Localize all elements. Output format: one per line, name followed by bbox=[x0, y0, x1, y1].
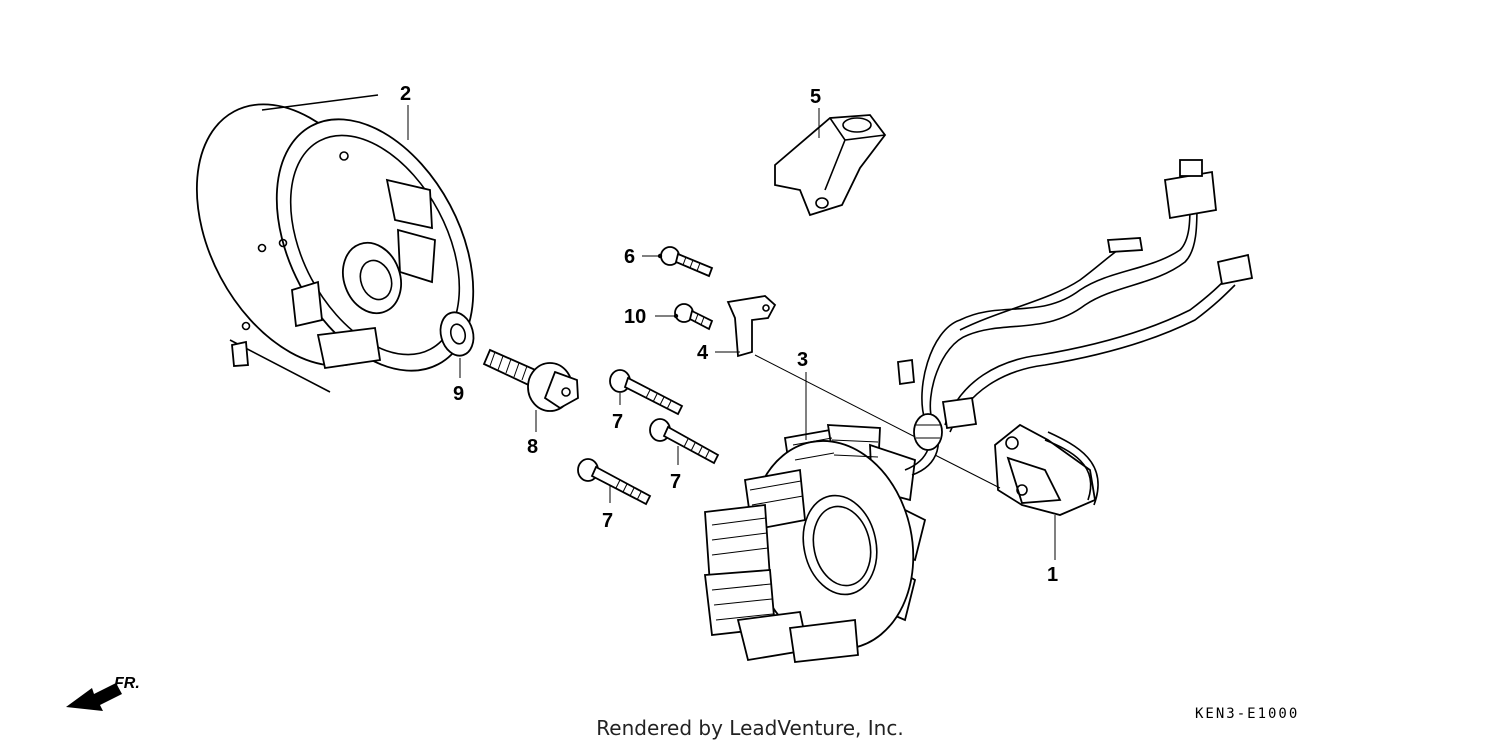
wiring-harness-part[interactable] bbox=[897, 159, 1254, 476]
bracket-part[interactable] bbox=[774, 114, 887, 217]
part-label-10: 10 bbox=[624, 306, 646, 328]
bolt-7c-part[interactable] bbox=[577, 458, 652, 506]
part-label-7c: 7 bbox=[602, 510, 613, 532]
credit-footer: Rendered by LeadVenture, Inc. bbox=[596, 716, 904, 740]
part-label-5: 5 bbox=[810, 86, 821, 108]
part-label-9: 9 bbox=[453, 383, 464, 405]
bolt-10-part[interactable] bbox=[674, 303, 714, 331]
diagram-code: KEN3-E1000 bbox=[1195, 706, 1299, 722]
part-label-6: 6 bbox=[624, 246, 635, 268]
pulse-generator-part[interactable] bbox=[994, 423, 1099, 516]
front-direction-arrow: FR. bbox=[66, 675, 140, 711]
front-direction-label: FR. bbox=[114, 675, 140, 692]
flange-bolt-part[interactable] bbox=[482, 348, 579, 412]
part-label-8: 8 bbox=[527, 436, 538, 458]
part-label-2: 2 bbox=[400, 83, 411, 105]
bolt-7a-part[interactable] bbox=[609, 369, 684, 416]
part-label-4: 4 bbox=[697, 342, 709, 364]
part-label-1: 1 bbox=[1047, 564, 1058, 586]
part-label-3: 3 bbox=[797, 349, 808, 371]
clamp-part[interactable] bbox=[726, 295, 777, 358]
part-label-7b: 7 bbox=[670, 471, 681, 493]
bolt-7b-part[interactable] bbox=[649, 418, 720, 465]
stator-part[interactable] bbox=[703, 424, 932, 664]
bolt-6-part[interactable] bbox=[660, 246, 714, 278]
flywheel-part[interactable] bbox=[155, 69, 514, 404]
part-label-7a: 7 bbox=[612, 411, 623, 433]
washer-part[interactable] bbox=[436, 309, 478, 360]
